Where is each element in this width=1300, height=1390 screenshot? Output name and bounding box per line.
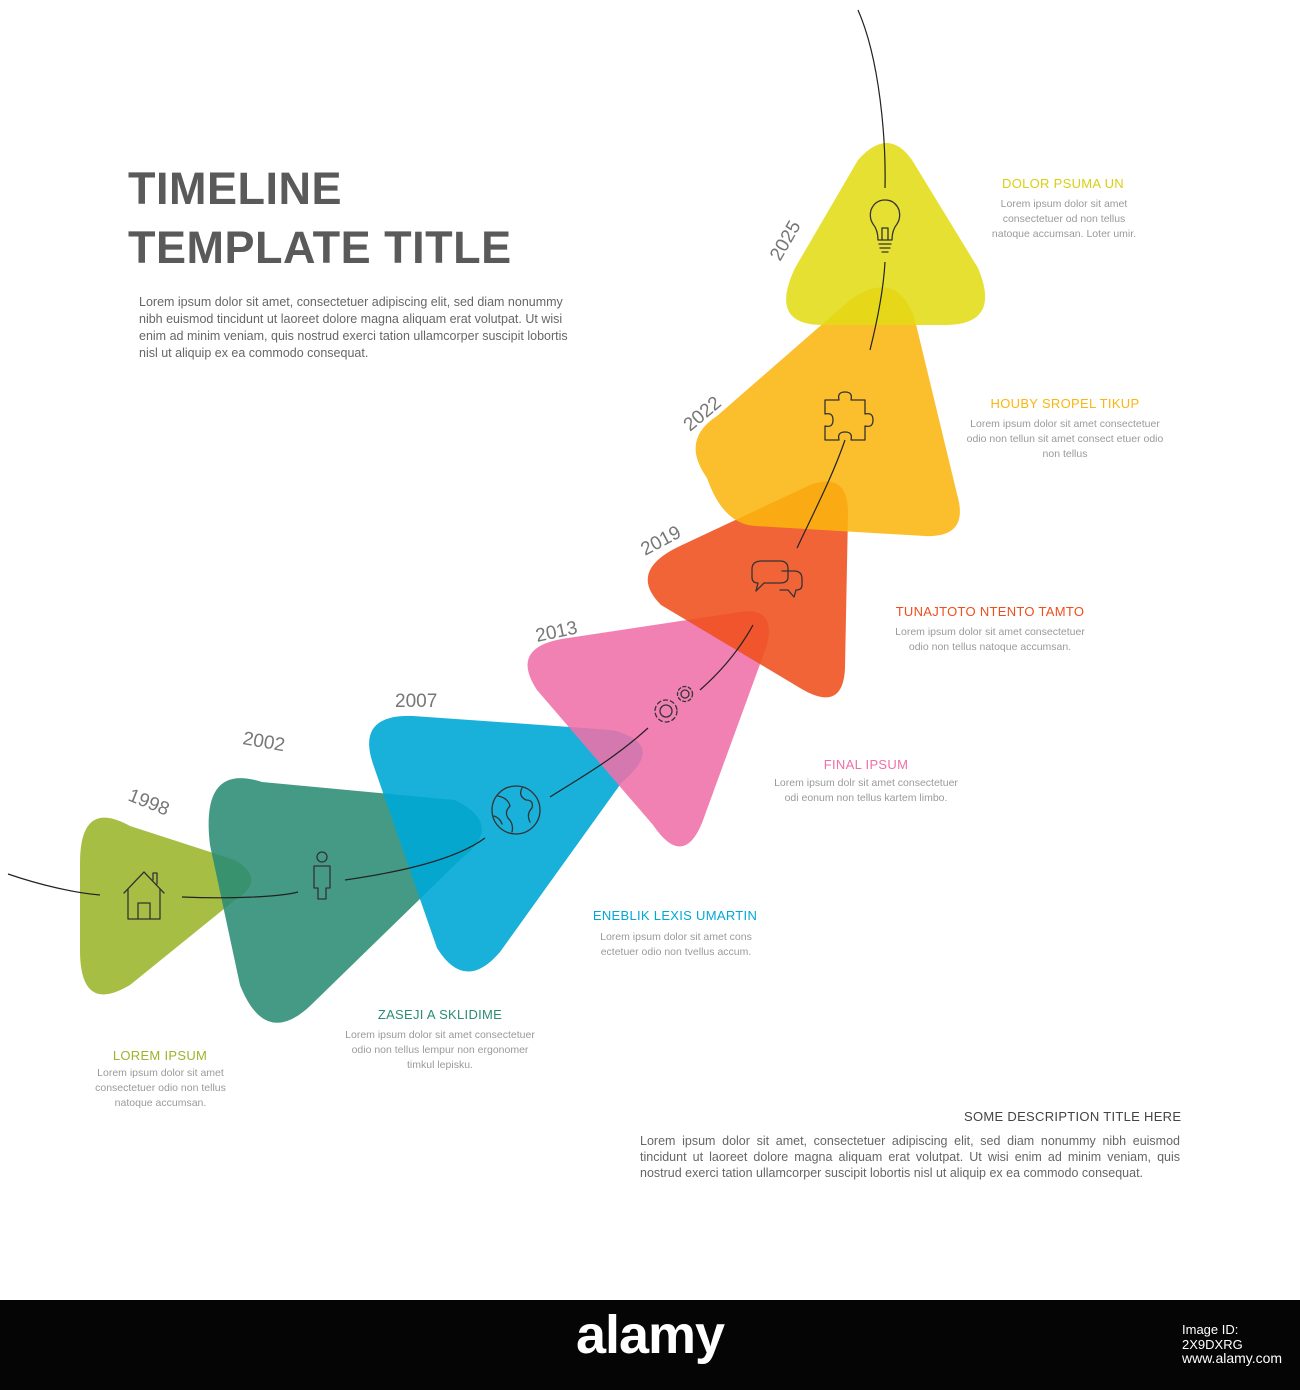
year-label-1998: 1998 (125, 785, 172, 820)
watermark-logo: alamy (575, 1305, 725, 1365)
milestone-desc-2002: Lorem ipsum dolor sit amet consectetuer … (345, 1029, 535, 1071)
milestone-label-2002: ZASEJI A SKLIDIME (377, 1007, 503, 1022)
milestone-desc-1998: Lorem ipsum dolor sit amet consectetuer … (95, 1067, 226, 1109)
milestone-triangle-2007 (369, 715, 643, 972)
chat-icon (751, 560, 803, 598)
milestone-triangle-1998 (80, 817, 252, 995)
house-icon (123, 871, 165, 920)
bottom-description-title: SOME DESCRIPTION TITLE HERE (964, 1109, 1182, 1124)
milestone-label-2019: TUNAJTOTO NTENTO TAMTO (895, 604, 1085, 619)
year-label-2002: 2002 (241, 728, 286, 756)
page-title-line2: TEMPLATE TITLE (128, 222, 512, 273)
milestone-triangle-2013 (527, 611, 769, 847)
milestone-desc-2025: Lorem ipsum dolor sit amet consectetuer … (991, 198, 1137, 240)
person-icon (313, 851, 331, 900)
milestone-label-2022: HOUBY SROPEL TIKUP (990, 396, 1140, 411)
puzzle-icon (824, 391, 874, 441)
watermark-url: www.alamy.com (1182, 1350, 1283, 1366)
milestone-triangle-2022 (695, 287, 960, 537)
milestone-triangle-2019 (647, 481, 848, 698)
globe-icon (491, 785, 541, 835)
milestone-triangle-2025 (786, 143, 986, 325)
milestone-label-2013: FINAL IPSUM (823, 757, 909, 772)
year-label-2025: 2025 (766, 217, 805, 264)
watermark-footer (0, 1300, 1300, 1390)
milestone-label-2007: ENEBLIK LEXIS UMARTIN (592, 908, 758, 923)
timeline-curve (7, 9, 886, 899)
milestone-label-2025: DOLOR PSUMA UN (1002, 176, 1124, 191)
milestone-desc-2022: Lorem ipsum dolor sit amet consectetuer … (966, 418, 1164, 460)
bottom-description-text: Lorem ipsum dolor sit amet, consectetuer… (640, 1134, 1180, 1180)
milestone-desc-2019: Lorem ipsum dolor sit amet consectetuer … (895, 626, 1085, 653)
page-title-line1: TIMELINE (128, 163, 342, 214)
milestone-label-1998: LOREM IPSUM (112, 1048, 208, 1063)
gears-icon (654, 685, 694, 723)
milestone-desc-2013: Lorem ipsum dolr sit amet consectetuer o… (774, 777, 958, 804)
watermark-image-id: Image ID: 2X9DXRG (1182, 1322, 1243, 1352)
lightbulb-icon (869, 199, 901, 253)
intro-paragraph: Lorem ipsum dolor sit amet, consectetuer… (139, 295, 568, 360)
timeline-canvas: TIMELINE TEMPLATE TITLE Lorem ipsum dolo… (7, 9, 1182, 1180)
milestone-desc-2007: Lorem ipsum dolor sit amet cons ectetuer… (600, 931, 752, 958)
year-label-2007: 2007 (395, 691, 437, 712)
timeline-diagram: 1998 2002 2007 2013 2019 2022 2025 (7, 9, 986, 1023)
